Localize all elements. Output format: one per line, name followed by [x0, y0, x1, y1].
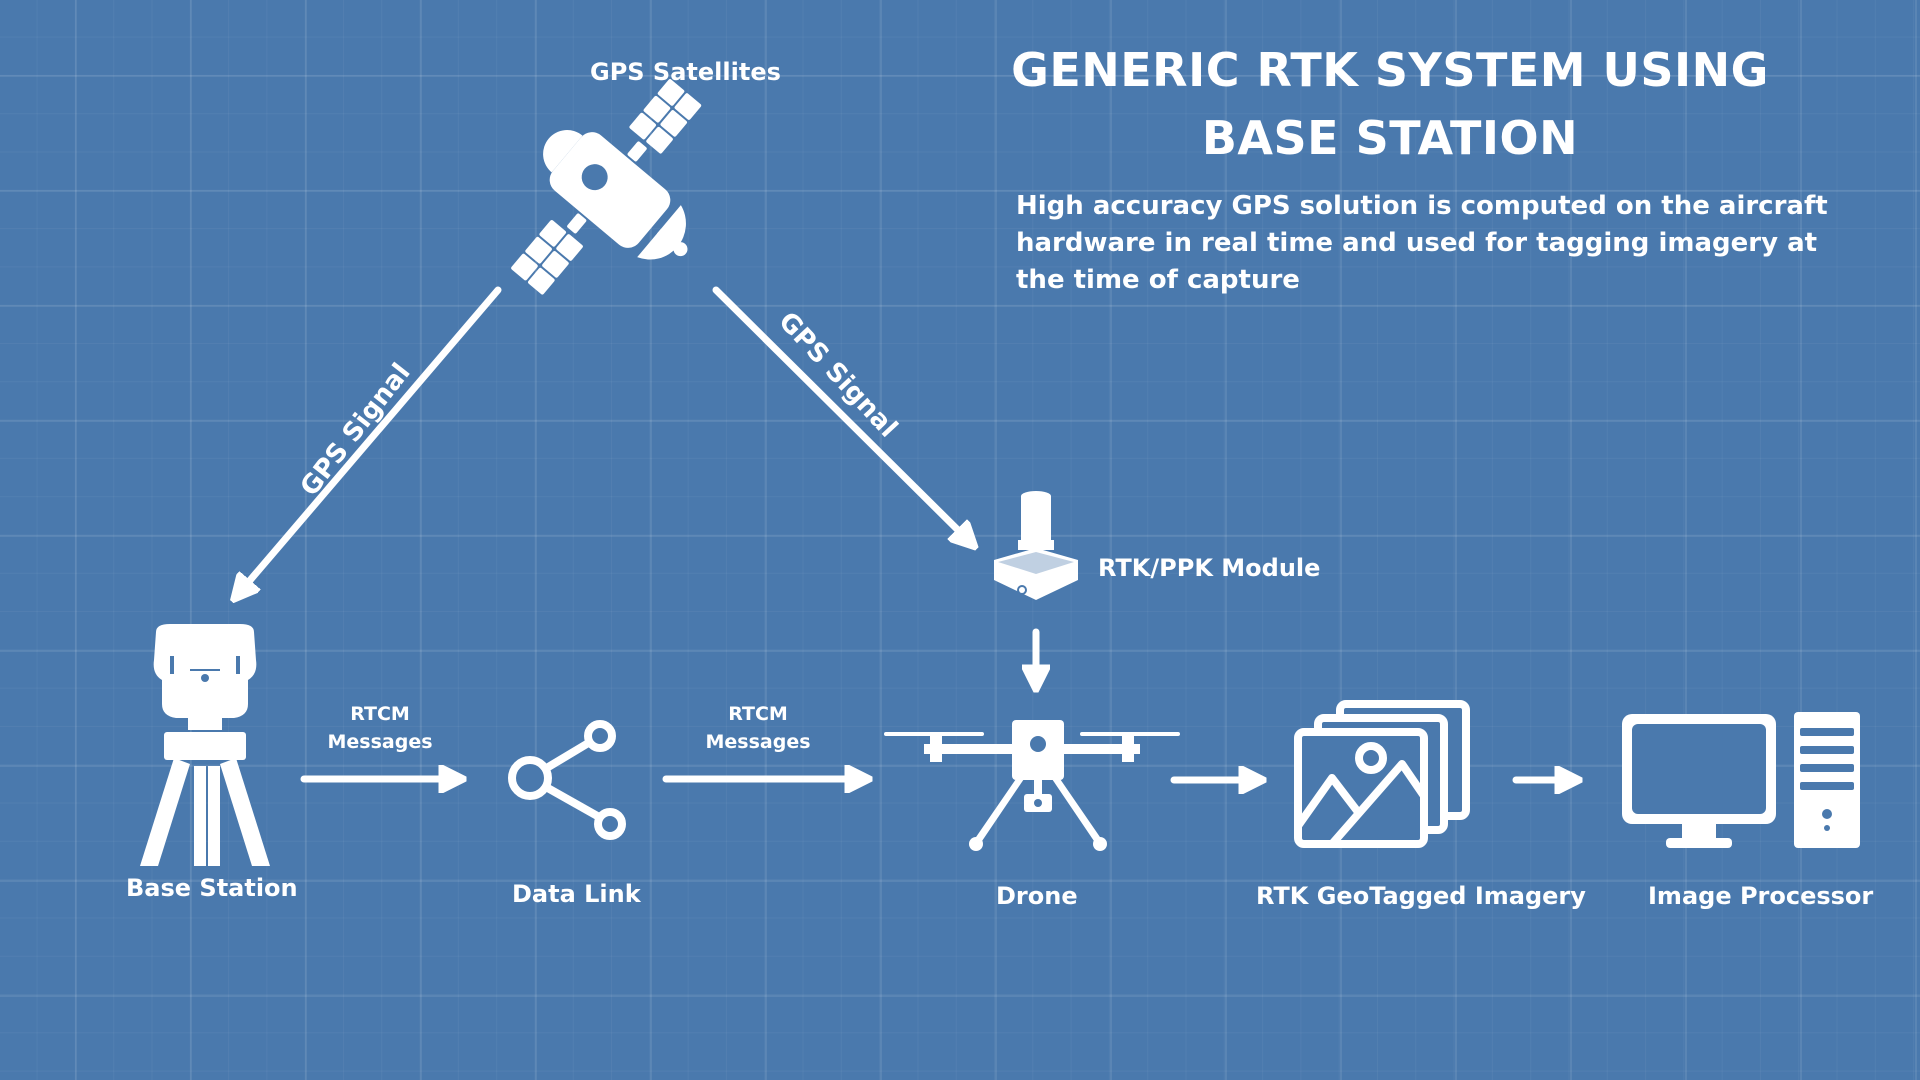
- diagram-description: High accuracy GPS solution is computed o…: [1016, 191, 1828, 295]
- share-network-icon: [508, 720, 626, 840]
- rtk-module-icon: [994, 491, 1078, 600]
- rtcm-label-2: RTCM Messages: [705, 703, 811, 753]
- gnss-base-tripod-icon: [140, 624, 270, 866]
- node-base-station: Base Station: [126, 620, 300, 902]
- image-stack-icon: [1294, 700, 1470, 848]
- node-drone: Drone: [884, 714, 1194, 914]
- arrow-gps-to-base: [240, 286, 502, 592]
- label-image-processor: Image Processor: [1648, 882, 1874, 910]
- diagram-title: GENERIC RTK SYSTEM USING BASE STATION: [1000, 36, 1780, 172]
- node-geotagged-imagery: RTK GeoTagged Imagery: [1256, 700, 1596, 920]
- label-rtk-module: RTK/PPK Module: [1098, 554, 1321, 582]
- label-geotagged-imagery: RTK GeoTagged Imagery: [1256, 882, 1586, 910]
- node-image-processor: Image Processor: [1616, 710, 1906, 920]
- label-base-station: Base Station: [126, 874, 298, 902]
- label-data-link: Data Link: [512, 880, 641, 908]
- rtcm-label-1: RTCM Messages: [327, 703, 433, 753]
- label-gps-satellites: GPS Satellites: [590, 58, 781, 86]
- node-gps-satellites: GPS Satellites: [490, 58, 781, 300]
- title-line-1: GENERIC RTK SYSTEM USING: [1011, 43, 1769, 97]
- satellite-icon: [511, 79, 702, 295]
- node-data-link: Data Link: [500, 712, 650, 912]
- quadcopter-drone-icon: [884, 720, 1180, 851]
- desktop-computer-icon: [1622, 712, 1860, 848]
- title-line-2: BASE STATION: [1201, 111, 1579, 165]
- node-rtk-module: RTK/PPK Module: [984, 490, 1364, 620]
- arrow-gps-to-module: [712, 286, 968, 540]
- label-drone: Drone: [996, 882, 1078, 910]
